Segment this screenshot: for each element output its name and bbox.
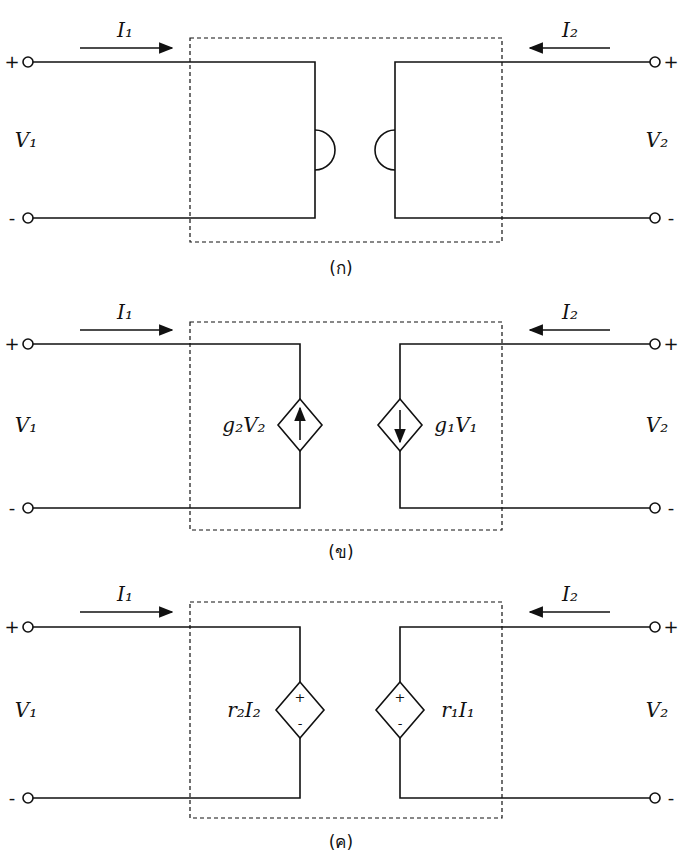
voltage-source-symbol [376,682,424,738]
polarity-sign: - [668,499,675,517]
terminal [23,339,33,349]
current-arrow [530,611,610,613]
dashed-box [190,602,502,818]
polarity-sign: + [295,691,306,704]
wire [33,627,300,798]
gyrator-symbol [375,130,395,170]
wire [33,62,315,218]
current-label: I₂ [562,20,578,40]
source-label: g₂V₂ [222,415,265,435]
voltage-label: V₁ [15,700,37,720]
current-arrow [80,611,172,613]
voltage-label: V₂ [646,700,668,720]
voltage-label: V₂ [646,415,668,435]
current-arrow [80,329,172,331]
polarity-sign: - [9,499,16,517]
source-arrow [299,408,301,440]
polarity-sign: + [4,335,19,353]
polarity-sign: - [298,717,303,730]
source-label: g₁V₁ [434,415,477,435]
current-label: I₂ [562,302,578,322]
terminal [650,57,660,67]
polarity-sign: + [663,53,678,71]
terminal [650,213,660,223]
wire [400,627,650,798]
voltage-label: V₁ [15,130,37,150]
terminal [650,503,660,513]
wire [33,344,300,508]
current-label: I₂ [562,584,578,604]
current-label: I₁ [117,20,133,40]
source-label: r₂I₂ [227,700,261,720]
voltage-label: V₂ [646,130,668,150]
terminal [23,793,33,803]
current-arrow [80,47,172,49]
polarity-sign: + [663,335,678,353]
terminal [23,57,33,67]
source-label: r₁I₁ [441,700,475,720]
voltage-label: V₁ [15,415,37,435]
figure-caption: (ข) [328,544,353,561]
current-label: I₁ [117,584,133,604]
polarity-sign: + [395,691,406,704]
figure-caption: (ก) [329,260,352,277]
current-source-symbol [278,399,322,451]
current-source-symbol [378,399,422,451]
polarity-sign: + [4,53,19,71]
voltage-source-symbol [276,682,324,738]
dashed-box [190,38,502,242]
terminal [23,213,33,223]
terminal [23,503,33,513]
terminal [650,622,660,632]
polarity-sign: - [668,789,675,807]
polarity-sign: - [9,789,16,807]
wire [400,344,650,508]
polarity-sign: - [9,209,16,227]
source-arrow [399,410,401,442]
terminal [650,339,660,349]
wire [395,62,650,218]
polarity-sign: - [668,209,675,227]
current-label: I₁ [117,302,133,322]
polarity-sign: - [398,717,403,730]
polarity-sign: + [4,618,19,636]
figure-caption: (ค) [329,834,353,851]
terminal [23,622,33,632]
dashed-box [190,322,502,530]
current-arrow [530,47,610,49]
gyrator-symbol [315,130,335,170]
polarity-sign: + [663,618,678,636]
current-arrow [530,329,610,331]
terminal [650,793,660,803]
